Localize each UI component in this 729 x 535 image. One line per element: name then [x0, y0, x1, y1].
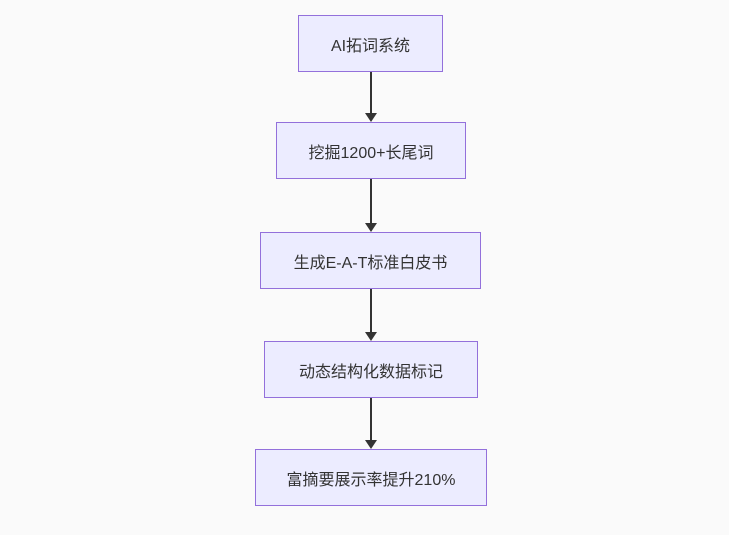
flow-node-3-label: 生成E-A-T标准白皮书 [293, 254, 448, 272]
flow-edge-1 [365, 72, 377, 122]
flow-node-5: 富摘要展示率提升210% [255, 449, 487, 506]
edge-line [370, 289, 372, 333]
flow-node-1: AI拓词系统 [298, 15, 443, 72]
flow-node-1-label: AI拓词系统 [330, 37, 411, 55]
flow-edge-4 [365, 398, 377, 449]
flow-edge-2 [365, 179, 377, 232]
flow-node-3: 生成E-A-T标准白皮书 [260, 232, 481, 289]
arrowhead-down-icon [365, 223, 377, 232]
edge-line [370, 72, 372, 114]
flow-node-4: 动态结构化数据标记 [264, 341, 478, 398]
flow-node-2-label: 挖掘1200+长尾词 [308, 144, 434, 162]
arrowhead-down-icon [365, 332, 377, 341]
flow-node-2: 挖掘1200+长尾词 [276, 122, 466, 179]
arrowhead-down-icon [365, 113, 377, 122]
edge-line [370, 398, 372, 441]
flow-edge-3 [365, 289, 377, 341]
edge-line [370, 179, 372, 224]
arrowhead-down-icon [365, 440, 377, 449]
flow-node-4-label: 动态结构化数据标记 [298, 363, 443, 381]
flow-node-5-label: 富摘要展示率提升210% [286, 471, 456, 489]
